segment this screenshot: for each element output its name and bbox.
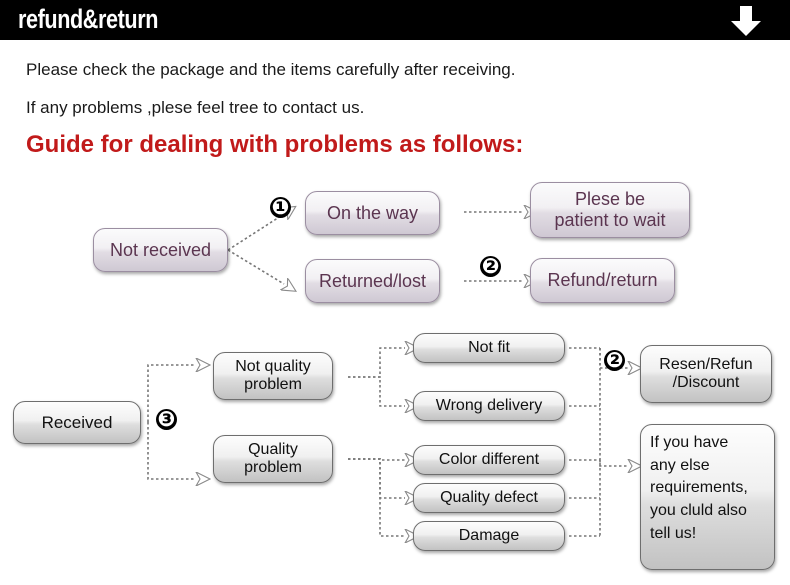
badge-3: ❸ xyxy=(156,409,177,430)
flow-box-not-quality-problem[interactable]: Not quality problem xyxy=(213,352,333,400)
badge-1: ❶ xyxy=(270,197,291,218)
guide-heading: Guide for dealing with problems as follo… xyxy=(26,131,524,158)
flow-box-received[interactable]: Received xyxy=(13,401,141,444)
flow-box-quality-defect[interactable]: Quality defect xyxy=(413,483,565,513)
intro-line-2: If any problems ,plese feel tree to cont… xyxy=(26,98,365,117)
badge-2-bottom-label: ❷ xyxy=(605,349,624,372)
flow-box-damage[interactable]: Damage xyxy=(413,521,565,551)
badge-2-label: ❷ xyxy=(481,255,500,278)
flow-box-not-fit[interactable]: Not fit xyxy=(413,333,565,363)
flow-box-quality-problem[interactable]: Quality problem xyxy=(213,435,333,483)
flow-box-resend-refund-discount[interactable]: Resen/Refun /Discount xyxy=(640,345,772,403)
flow-box-extra-note[interactable]: If you have any else requirements, you c… xyxy=(640,424,775,570)
flow-box-not-received[interactable]: Not received xyxy=(93,228,228,272)
flow-box-wrong-delivery[interactable]: Wrong delivery xyxy=(413,391,565,421)
badge-2-bottom: ❷ xyxy=(604,350,625,371)
badge-1-label: ❶ xyxy=(271,196,290,219)
page-title: refund&return xyxy=(18,4,158,34)
flow-box-refund-return[interactable]: Refund/return xyxy=(530,258,675,303)
badge-2: ❷ xyxy=(480,256,501,277)
down-arrow-icon xyxy=(731,6,761,36)
flow-box-returned-lost[interactable]: Returned/lost xyxy=(305,259,440,303)
flow-box-on-the-way[interactable]: On the way xyxy=(305,191,440,235)
flow-box-color-different[interactable]: Color different xyxy=(413,445,565,475)
intro-line-1: Please check the package and the items c… xyxy=(26,60,516,79)
badge-3-label: ❸ xyxy=(157,408,176,431)
header-bar: refund&return xyxy=(0,0,790,40)
flow-box-please-wait[interactable]: Plese be patient to wait xyxy=(530,182,690,238)
